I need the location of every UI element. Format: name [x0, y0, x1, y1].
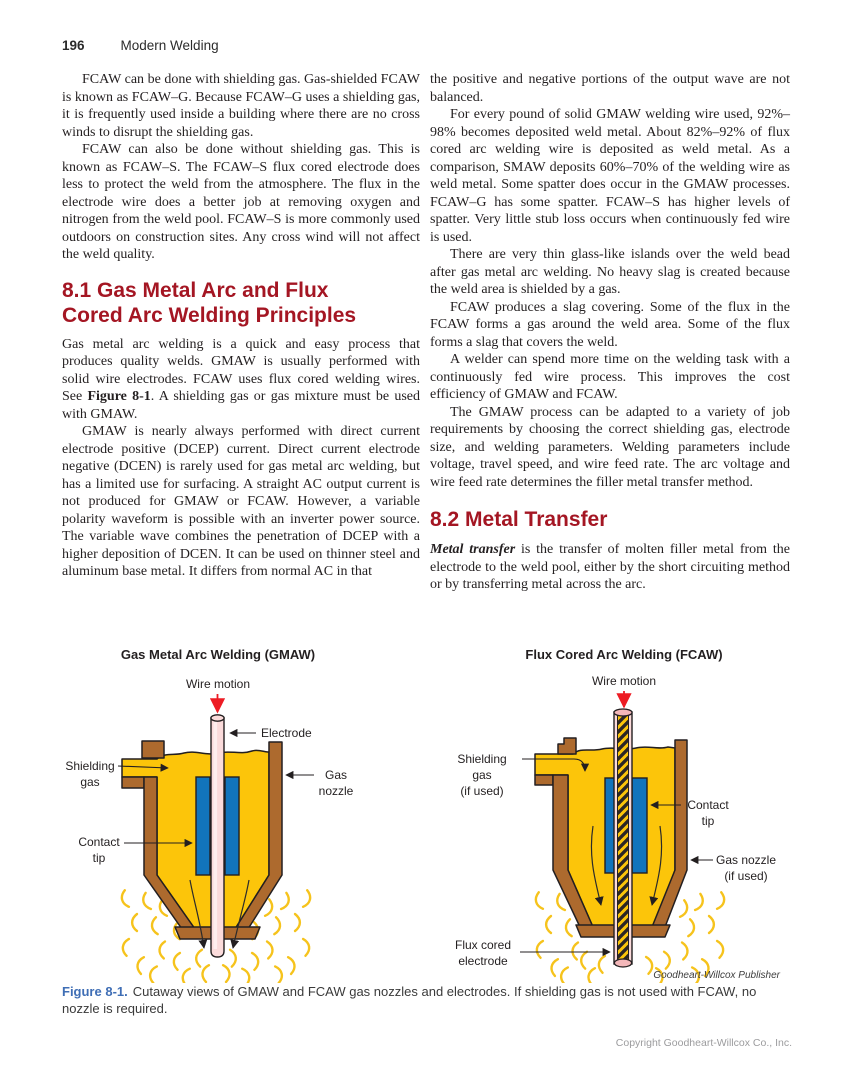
copyright-notice: Copyright Goodheart-Willcox Co., Inc.	[615, 1037, 792, 1049]
gas-nozzle-body	[121, 740, 283, 940]
gas-nozzle-label-2: nozzle	[319, 784, 354, 798]
wire-motion-label: Wire motion	[592, 674, 656, 688]
flux-cored-electrode-wire	[613, 708, 633, 968]
paragraph-wave-balance: the positive and negative portions of th…	[430, 72, 790, 105]
contact-tip-label-2: tip	[702, 814, 715, 828]
gas-nozzle-label-1: Gas	[325, 768, 347, 782]
publisher-credit: Goodheart-Willcox Publisher	[653, 970, 780, 981]
gas-flow-arrows	[590, 825, 663, 906]
contact-tip-label-2: tip	[93, 851, 106, 865]
paragraph-gmaw-intro: Gas metal arc welding is a quick and eas…	[62, 336, 420, 422]
section-heading-8-2: 8.2 Metal Transfer	[430, 508, 608, 531]
nozzle-inlet-tab	[141, 740, 165, 759]
flux-cored-electrode-label-2: electrode	[458, 954, 508, 968]
electrode-wire	[210, 714, 225, 958]
contact-tip-label-1: Contact	[78, 835, 120, 849]
paragraph-deposition-rates: For every pound of solid GMAW welding wi…	[430, 107, 790, 245]
shielding-gas-leader-arrow	[117, 763, 169, 772]
paragraph-metal-transfer: Metal transfer is the transfer of molten…	[430, 542, 790, 592]
gmaw-diagram: Wire motion Electrode Shielding gas Gas …	[65, 677, 354, 983]
paragraph-gmaw-current: GMAW is nearly always performed with dir…	[62, 424, 420, 579]
gas-nozzle-label-2: (if used)	[724, 869, 767, 883]
contact-tip-shape	[195, 776, 240, 876]
figure-reference: Figure 8-1	[87, 389, 151, 404]
shielding-gas-label-2: gas	[80, 775, 99, 789]
paragraph-gmaw-adaptability: The GMAW process can be adapted to a var…	[430, 404, 790, 490]
book-title: Modern Welding	[120, 38, 219, 53]
metal-transfer-term: Metal transfer	[430, 542, 516, 557]
gas-nozzle-label-1: Gas nozzle	[716, 853, 776, 867]
nozzle-inlet-underarm	[121, 776, 145, 789]
nozzle-inlet-tab	[557, 737, 577, 755]
gas-nozzle-body	[534, 737, 688, 938]
running-header: 196 Modern Welding	[62, 38, 462, 53]
shielding-gas-label-1: Shielding	[65, 759, 114, 773]
shielding-gas-label-2: gas	[472, 768, 491, 782]
section-heading-8-1: 8.1 Gas Metal Arc and Flux Cored Arc Wel…	[62, 278, 357, 327]
wire-motion-label: Wire motion	[186, 677, 250, 691]
right-column: the positive and negative portions of th…	[430, 71, 790, 594]
gmaw-diagram-title: Gas Metal Arc Welding (GMAW)	[120, 647, 316, 662]
fcaw-diagram-title: Flux Cored Arc Welding (FCAW)	[525, 647, 723, 662]
left-column: FCAW can be done with shielding gas. Gas…	[62, 71, 420, 581]
paragraph-slag-covering: FCAW produces a slag covering. Some of t…	[430, 299, 790, 350]
nozzle-inlet-underarm	[534, 774, 554, 786]
paragraph-fcaw-self-shielded: FCAW can also be done without shielding …	[62, 142, 420, 262]
paragraph-glass-islands: There are very thin glass-like islands o…	[430, 247, 790, 297]
shielding-gas-leader-arrow	[522, 758, 590, 772]
figure-caption-text: Cutaway views of GMAW and FCAW gas nozzl…	[62, 984, 757, 1016]
paragraph-fcaw-shielded: FCAW can be done with shielding gas. Gas…	[62, 72, 420, 140]
figure-caption: Figure 8-1.Cutaway views of GMAW and FCA…	[62, 983, 796, 1017]
figure-caption-label: Figure 8-1.	[62, 984, 128, 999]
flux-cored-electrode-label-1: Flux cored	[455, 938, 511, 952]
page-number: 196	[62, 38, 85, 53]
contact-tip-label-1: Contact	[687, 798, 729, 812]
fcaw-diagram: Wire motion Shielding gas (if used) Cont…	[455, 674, 781, 983]
electrode-label: Electrode	[261, 726, 312, 740]
gas-flow-arrows	[189, 879, 250, 949]
paragraph-cost-efficiency: A welder can spend more time on the weld…	[430, 352, 790, 402]
shielding-gas-label-1: Shielding	[457, 752, 506, 766]
shielding-gas-label-3: (if used)	[460, 784, 503, 798]
